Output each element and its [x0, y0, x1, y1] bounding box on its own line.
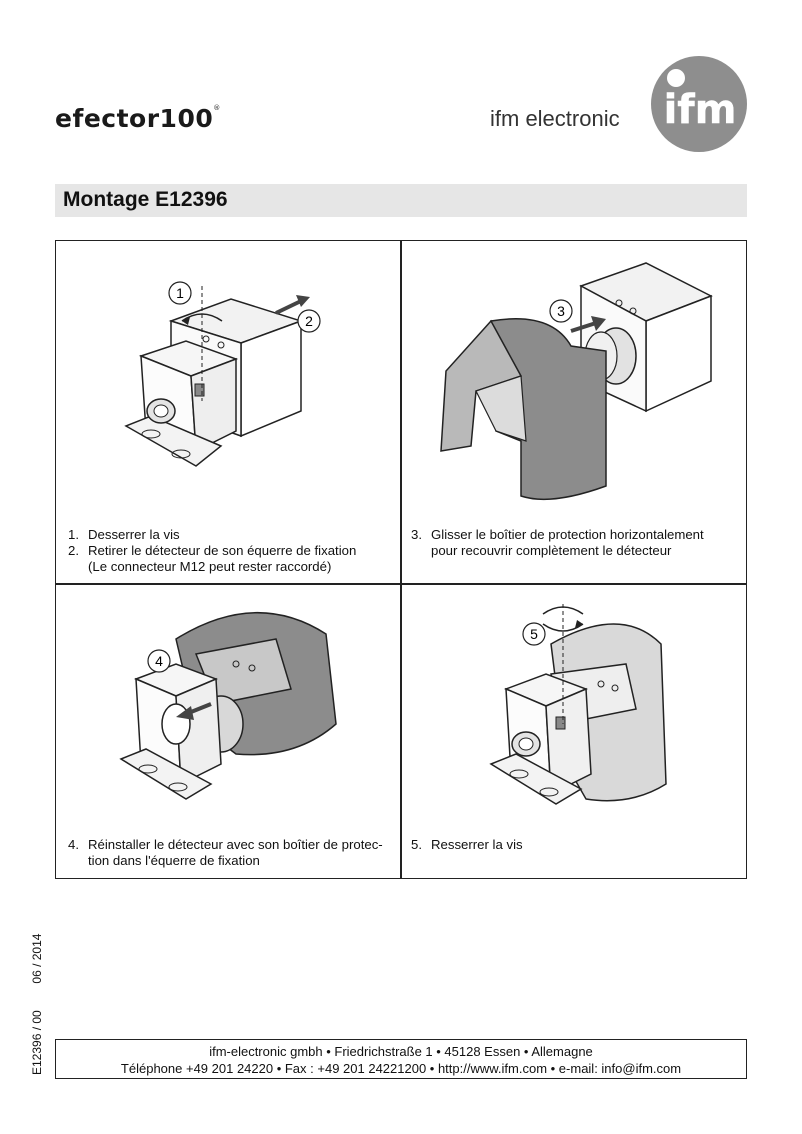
step-item: 4.Réinstaller le détecteur avec son boît…: [68, 837, 383, 852]
step-item: 5.Resserrer la vis: [411, 837, 523, 852]
step-item: 2.Retirer le détecteur de son équerre de…: [68, 543, 357, 558]
instruction-grid: 1 2 1.Desserrer la vis 2.Retirer le déte…: [55, 240, 747, 879]
footer-contact-box: ifm-electronic gmbh • Friedrichstraße 1 …: [55, 1039, 747, 1079]
step-item: 3.Glisser le boîtier de protection horiz…: [411, 527, 704, 542]
grid-divider-vertical: [400, 241, 402, 878]
efector-brand-text: efector100: [55, 104, 214, 133]
footer-address: ifm-electronic gmbh • Friedrichstraße 1 …: [209, 1044, 593, 1059]
illustration-reinstall-sensor: 4: [119, 611, 337, 800]
callout-5: 5: [530, 626, 538, 642]
panel-step-5: 5 5.Resserrer la vis: [401, 584, 746, 878]
step-note: (Le connecteur M12 peut rester raccordé): [88, 559, 332, 574]
callout-3: 3: [557, 303, 565, 319]
step-item: 1.Desserrer la vis: [68, 527, 180, 542]
callout-1: 1: [176, 285, 184, 301]
panel-step-4: 4 4.Réinstaller le détecteur avec son bo…: [56, 584, 400, 878]
panel-step-1-2: 1 2 1.Desserrer la vis 2.Retirer le déte…: [56, 241, 400, 583]
steps-list-1: 1.Desserrer la vis 2.Retirer le détecteu…: [68, 527, 393, 575]
efector-brand-logo: efector100®: [55, 104, 221, 133]
illustration-slide-cover: 3: [440, 262, 713, 501]
logo-text: ifm: [664, 87, 737, 133]
callout-4: 4: [155, 653, 163, 669]
panel-step-3: 3 3.Glisser le boîtier de protection hor…: [401, 241, 746, 583]
callout-2: 2: [305, 313, 313, 329]
step-note: tion dans l'équerre de fixation: [88, 853, 260, 868]
title-bar: Montage E12396: [55, 184, 747, 217]
steps-list-4: 5.Resserrer la vis: [411, 837, 741, 853]
illustration-remove-sensor: 1 2: [124, 281, 321, 467]
step-note: pour recouvrir complètement le détecteur: [431, 543, 672, 558]
document-date: 06 / 2014: [30, 933, 44, 984]
company-name: ifm electronic: [490, 106, 620, 131]
registered-mark: ®: [213, 104, 221, 112]
page-title: Montage E12396: [63, 188, 228, 211]
ifm-logo-icon: ifm ®: [651, 56, 747, 152]
footer-contact: Téléphone +49 201 24220 • Fax : +49 201 …: [120, 1061, 682, 1076]
steps-list-3: 4.Réinstaller le détecteur avec son boît…: [68, 837, 396, 869]
illustration-tighten-screw: 5: [489, 604, 667, 805]
grid-divider-horizontal: [56, 583, 746, 585]
document-code: E12396 / 00 06 / 2014: [30, 934, 44, 1075]
document-number: E12396 / 00: [30, 1010, 44, 1075]
logo-registered-mark: ®: [740, 137, 747, 145]
steps-list-2: 3.Glisser le boîtier de protection horiz…: [411, 527, 741, 559]
